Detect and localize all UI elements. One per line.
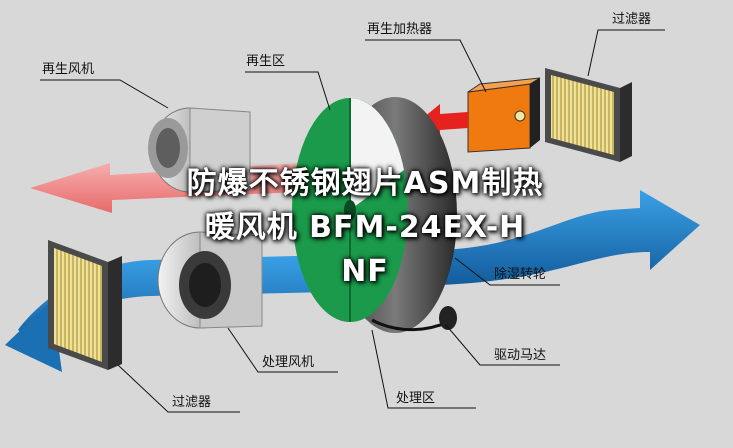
label-process-fan: 处理风机 — [262, 355, 315, 370]
drive-motor-shape — [371, 306, 457, 332]
filter-bottom-shape — [48, 240, 122, 370]
label-regen-heater: 再生加热器 — [367, 22, 433, 37]
regen-heater-shape — [467, 77, 541, 153]
overlay-title-line-2: 暖风机 BFM-24EX-H — [204, 210, 526, 245]
process-fan-shape — [157, 231, 263, 329]
label-filter-bottom: 过滤器 — [172, 395, 212, 410]
process-air-arrowhead — [5, 300, 62, 372]
label-drive-motor: 驱动马达 — [494, 348, 547, 363]
process-air-flow-right — [430, 190, 700, 285]
label-filter-top: 过滤器 — [612, 12, 652, 27]
desiccant-wheel-shape — [292, 97, 457, 333]
label-regen-zone: 再生区 — [246, 54, 286, 69]
overlay-title: 防爆不锈钢翅片ASM制热 暖风机 BFM-24EX-H NF — [100, 162, 630, 294]
label-regen-fan: 再生风机 — [42, 62, 95, 77]
overlay-title-line-3: NF — [341, 254, 389, 289]
filter-top-shape — [545, 68, 632, 162]
label-desiccant-wheel: 除湿转轮 — [494, 267, 547, 282]
regen-fan-shape — [148, 107, 251, 193]
callout-lines — [40, 29, 665, 413]
overlay-title-line-1: 防爆不锈钢翅片ASM制热 — [186, 166, 544, 201]
label-process-zone: 处理区 — [396, 391, 436, 406]
